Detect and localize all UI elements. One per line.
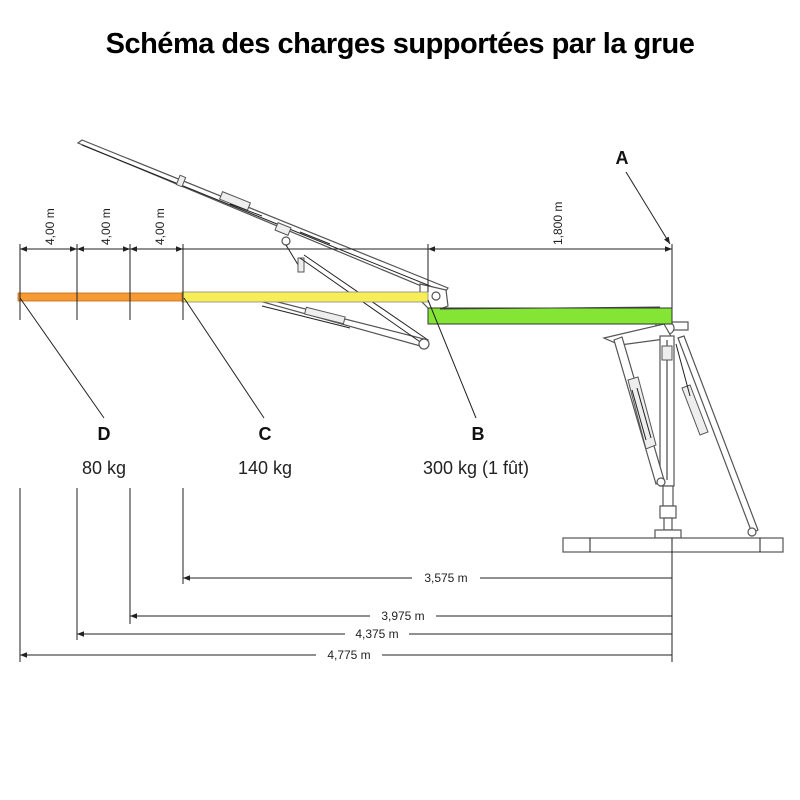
load-d: 80 kg xyxy=(82,458,126,478)
point-label-d: D xyxy=(98,424,111,444)
point-a: A xyxy=(616,148,671,245)
bottom-dimensions: 3,575 m 3,975 m 4,375 m 4,775 m xyxy=(19,488,673,662)
hydraulic-cylinder xyxy=(613,336,666,487)
dim-label-3575: 3,575 m xyxy=(424,571,467,585)
dim-label-segment-2: 4,00 m xyxy=(99,208,113,245)
dim-label-segment-1: 4,00 m xyxy=(43,208,57,245)
page-title: Schéma des charges supportées par la gru… xyxy=(105,28,695,60)
dim-label-segment-3: 4,00 m xyxy=(153,208,167,245)
mast xyxy=(654,335,682,539)
point-labels: B C D xyxy=(98,424,485,444)
point-label-b: B xyxy=(472,424,485,444)
rear-brace xyxy=(675,335,759,537)
arm-hinge xyxy=(281,236,305,273)
load-labels: 300 kg (1 fût) 140 kg 80 kg xyxy=(82,458,529,478)
boom-segment-yellow xyxy=(181,291,429,303)
load-b: 300 kg (1 fût) xyxy=(423,458,529,478)
dim-label-4375: 4,375 m xyxy=(355,627,398,641)
boom-segment-orange xyxy=(17,292,183,302)
dim-label-4775: 4,775 m xyxy=(327,648,370,662)
dim-label-main: 1,800 m xyxy=(551,202,565,245)
boom-segments xyxy=(17,291,673,325)
load-c: 140 kg xyxy=(238,458,292,478)
crane-mechanism xyxy=(76,139,784,553)
boom-strut xyxy=(249,254,430,350)
point-label-c: C xyxy=(259,424,272,444)
boom-joint xyxy=(419,283,449,313)
top-dimensions: 4,00 m 4,00 m 4,00 m 1,800 m xyxy=(19,202,673,320)
base-plate xyxy=(562,537,784,553)
leader-lines xyxy=(19,297,477,419)
upper-telescopic-arm xyxy=(76,139,449,296)
dim-label-3975: 3,975 m xyxy=(381,609,424,623)
point-label-a: A xyxy=(616,148,629,168)
boom-segment-green xyxy=(427,307,673,325)
